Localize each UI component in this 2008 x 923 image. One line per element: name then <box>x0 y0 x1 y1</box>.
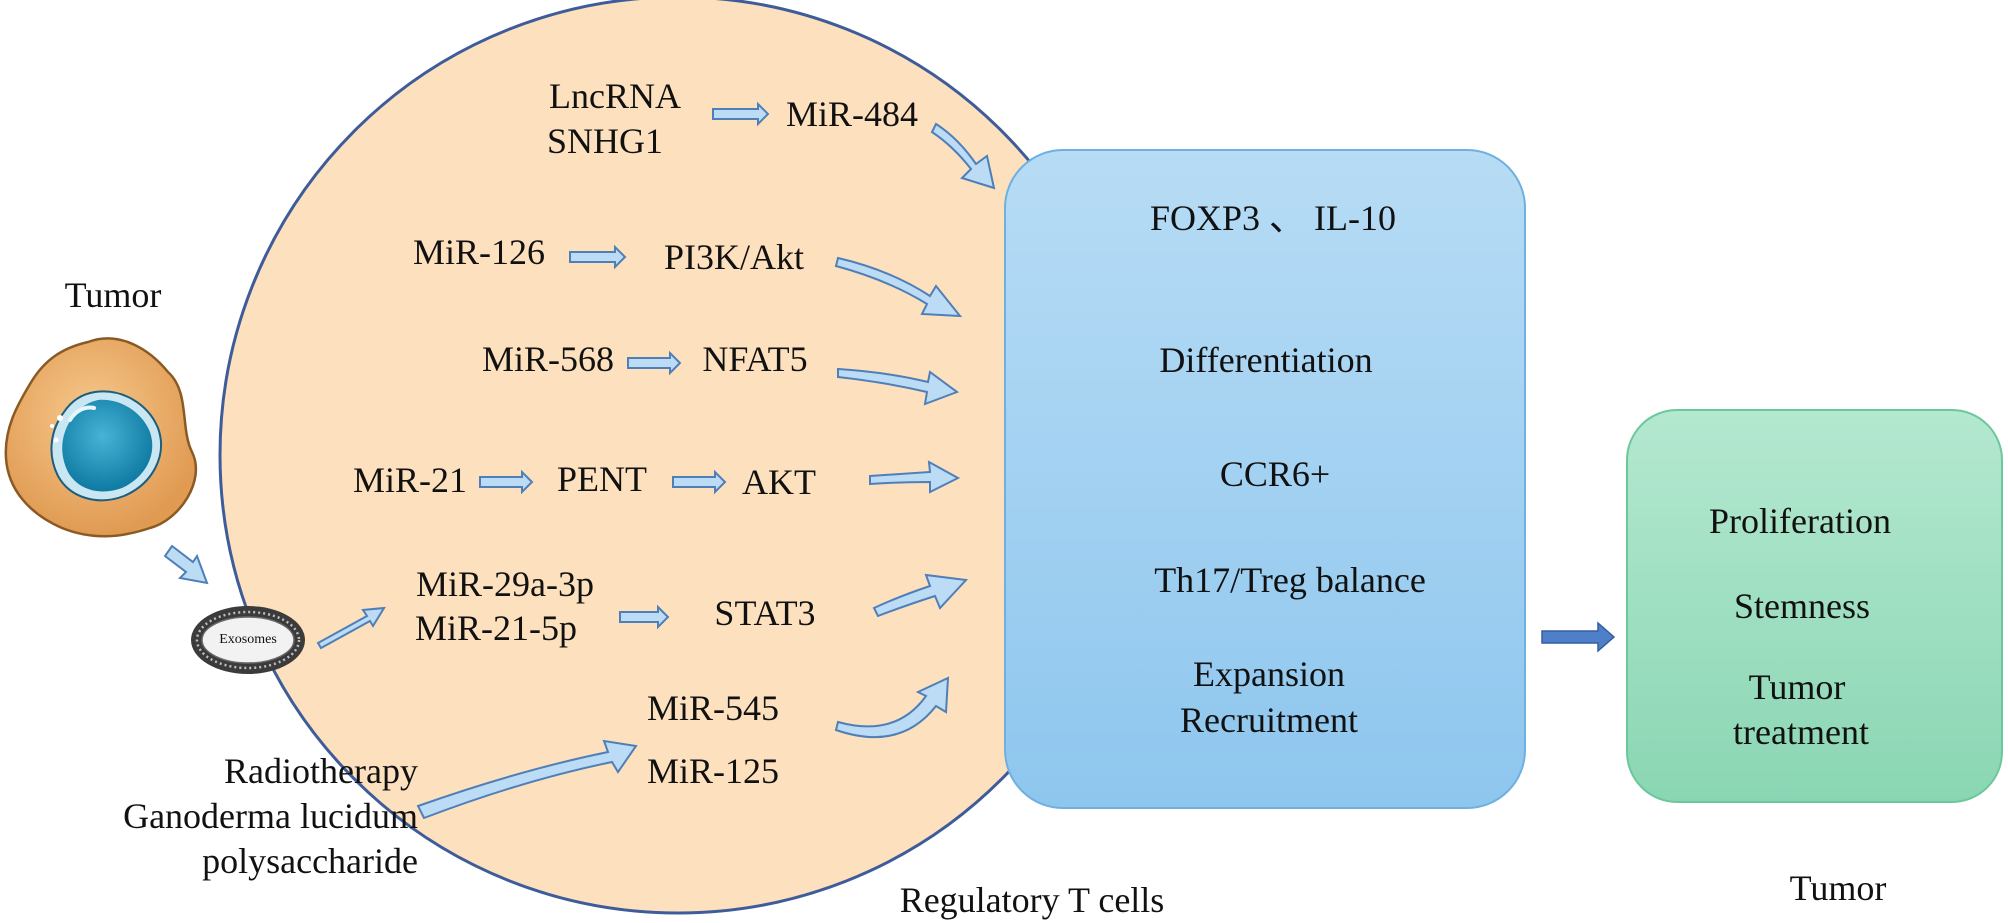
mir21-label: MiR-21 <box>352 460 468 500</box>
mir568-label: MiR-568 <box>481 339 615 379</box>
tumor-treatment-line1: Tumor <box>1748 667 1846 707</box>
to-box-arrow-4 <box>869 460 961 494</box>
mir484-label: MiR-484 <box>785 94 919 134</box>
mir126-arrow <box>569 244 627 270</box>
mir568-arrow <box>627 350 682 376</box>
to-box-arrow-6 <box>834 676 950 739</box>
mir21-arrow-2 <box>672 469 727 495</box>
to-box-arrow-5 <box>872 573 969 618</box>
tumor-cell-icon <box>4 337 198 538</box>
tumor-to-exosome-arrow <box>163 544 209 585</box>
expansion-label: Expansion <box>1193 654 1345 694</box>
mir126-label: MiR-126 <box>412 232 546 272</box>
tumor-treatment-line2: treatment <box>1733 712 1869 752</box>
ganoderma-label: Ganoderma lucidum <box>123 796 418 836</box>
stat3-label: STAT3 <box>714 593 816 633</box>
to-box-arrow-3 <box>837 367 960 406</box>
box-to-box-arrow <box>1541 621 1616 653</box>
tumor-effects-box <box>1626 409 2003 803</box>
mir29-arrow <box>619 604 670 630</box>
lncrna-line1: LncRNA <box>549 76 681 116</box>
differentiation-label: Differentiation <box>1159 340 1373 380</box>
recruitment-label: Recruitment <box>1180 700 1358 740</box>
mir29a-label: MiR-29a-3p <box>416 564 594 604</box>
stemness-label: Stemness <box>1733 586 1871 626</box>
to-box-arrow-2 <box>834 256 963 318</box>
tumor-cell-label: Tumor <box>64 275 162 315</box>
pi3k-akt-label: PI3K/Akt <box>663 237 805 277</box>
lncrna-arrow <box>712 101 770 127</box>
polysaccharide-label: polysaccharide <box>202 841 418 881</box>
treatment-arrow <box>416 739 638 820</box>
treg-caption: Regulatory T cells <box>899 880 1165 920</box>
exosome-icon <box>191 606 305 674</box>
mir545-label: MiR-545 <box>646 688 780 728</box>
nfat5-label: NFAT5 <box>702 339 808 379</box>
treg-effects-box <box>1004 149 1526 809</box>
proliferation-label: Proliferation <box>1709 501 1891 541</box>
th17-treg-label: Th17/Treg balance <box>1154 560 1426 600</box>
lncrna-line2: SNHG1 <box>546 121 664 161</box>
to-box-arrow-1 <box>930 122 996 190</box>
mir21-arrow-1 <box>479 469 534 495</box>
mir125-label: MiR-125 <box>646 751 780 791</box>
ccr6-label: CCR6+ <box>1219 454 1331 494</box>
tumor-caption: Tumor <box>1789 868 1887 908</box>
mir21-5p-label: MiR-21-5p <box>415 608 577 648</box>
exosome-label: Exosomes <box>219 632 277 647</box>
pent-label: PENT <box>557 459 647 499</box>
exosome-to-circle-arrow <box>316 606 386 650</box>
akt-label: AKT <box>742 462 816 502</box>
radiotherapy-label: Radiotherapy <box>224 751 418 791</box>
foxp3-il10-label: FOXP3 、 IL-10 <box>1149 198 1397 238</box>
